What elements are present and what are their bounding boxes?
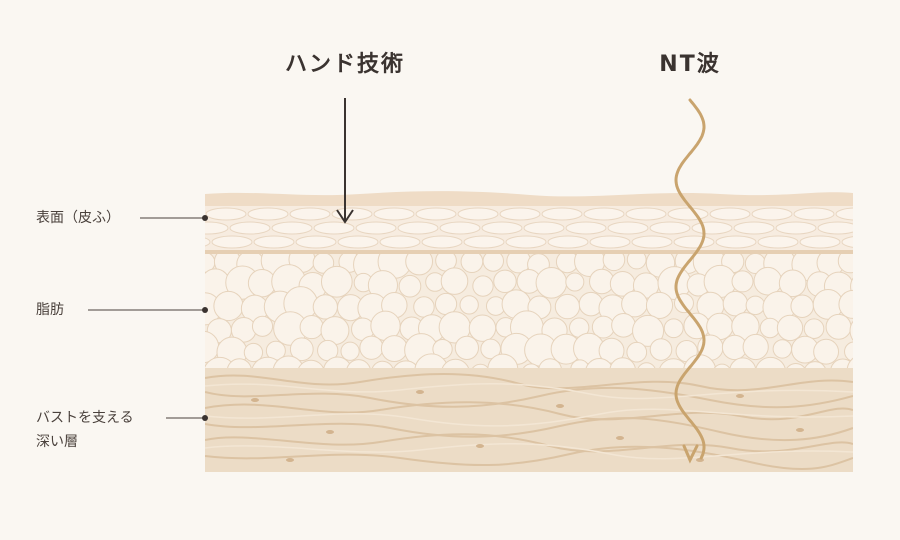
nt-wave-arrow [674, 98, 706, 464]
nt-wave-title: NT波 [659, 52, 721, 77]
label-surface-skin: 表面（皮ふ） [36, 210, 120, 226]
surface-marker-dot [202, 215, 208, 221]
hand-technique-title: ハンド技術 [284, 52, 406, 77]
hand-technique-arrow [336, 98, 354, 224]
label-deep-layer-line2: 深い層 [36, 434, 78, 450]
fat-marker-dot [202, 307, 208, 313]
deep-layer [205, 368, 853, 472]
skin-layer [205, 191, 853, 254]
label-fat: 脂肪 [36, 302, 64, 318]
leader-lines [88, 217, 205, 419]
label-deep-layer-line1: バストを支える [36, 410, 134, 426]
deep-marker-dot [202, 415, 208, 421]
fat-layer [205, 254, 853, 368]
